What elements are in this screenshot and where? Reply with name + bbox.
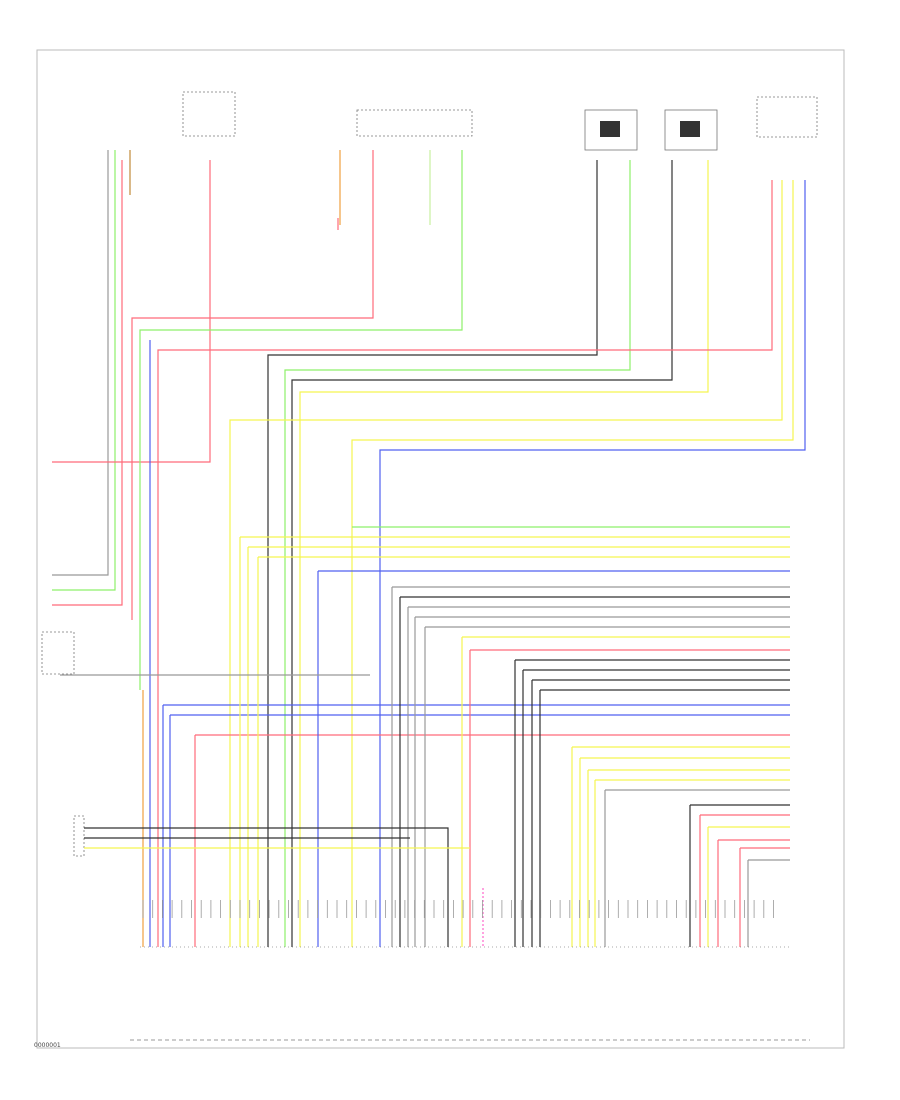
side-module-box-1 bbox=[41, 631, 75, 675]
wires bbox=[52, 150, 806, 947]
components bbox=[41, 91, 818, 857]
page-id: 0000001 bbox=[34, 1042, 61, 1049]
wire-red bbox=[157, 180, 773, 947]
relay-box-center bbox=[356, 109, 473, 137]
side-module-box-2 bbox=[73, 815, 85, 857]
wire-green bbox=[139, 150, 463, 690]
ecu-pin-labels bbox=[142, 900, 774, 918]
wire-green bbox=[284, 160, 631, 947]
sensor-box-2 bbox=[664, 109, 718, 151]
wire-red bbox=[52, 160, 123, 606]
wire-dark bbox=[267, 160, 598, 947]
wire-green bbox=[52, 150, 116, 591]
wire-yellow bbox=[351, 180, 794, 947]
sensor-chip-icon bbox=[600, 121, 620, 137]
wire-gray bbox=[52, 150, 109, 576]
relay-box-left bbox=[182, 91, 236, 137]
wire-blue bbox=[379, 180, 806, 947]
sensor-box-1 bbox=[584, 109, 638, 151]
wire-dark bbox=[291, 160, 673, 947]
wire-dark bbox=[84, 827, 449, 947]
wire-yellow bbox=[229, 180, 783, 947]
sensor-symbols bbox=[600, 121, 700, 137]
wire-yellow bbox=[299, 160, 709, 947]
diagram-border bbox=[36, 49, 845, 1049]
sensor-chip-icon bbox=[680, 121, 700, 137]
connector-box-right bbox=[756, 96, 818, 138]
wire-red bbox=[52, 160, 211, 463]
wire-red bbox=[131, 150, 374, 620]
